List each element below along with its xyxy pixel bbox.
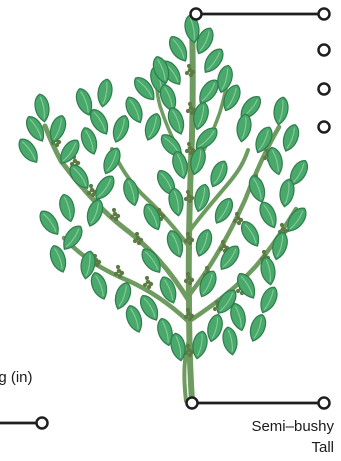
growth-habit-label: Semi–bushy bbox=[251, 419, 334, 434]
truncated-left-label: ng (in) bbox=[0, 370, 33, 385]
right-connector-icon-3 bbox=[319, 122, 330, 133]
right-connector-icon-2 bbox=[319, 84, 330, 95]
top-right-connector-icon bbox=[319, 9, 330, 20]
bottom-left-connector-icon bbox=[187, 398, 198, 409]
left-connector-icon bbox=[37, 418, 48, 429]
bottom-right-connector-icon bbox=[319, 398, 330, 409]
right-connector-icon-1 bbox=[319, 45, 330, 56]
plant-size-label: Tall bbox=[311, 440, 334, 455]
top-left-connector-icon bbox=[191, 9, 202, 20]
